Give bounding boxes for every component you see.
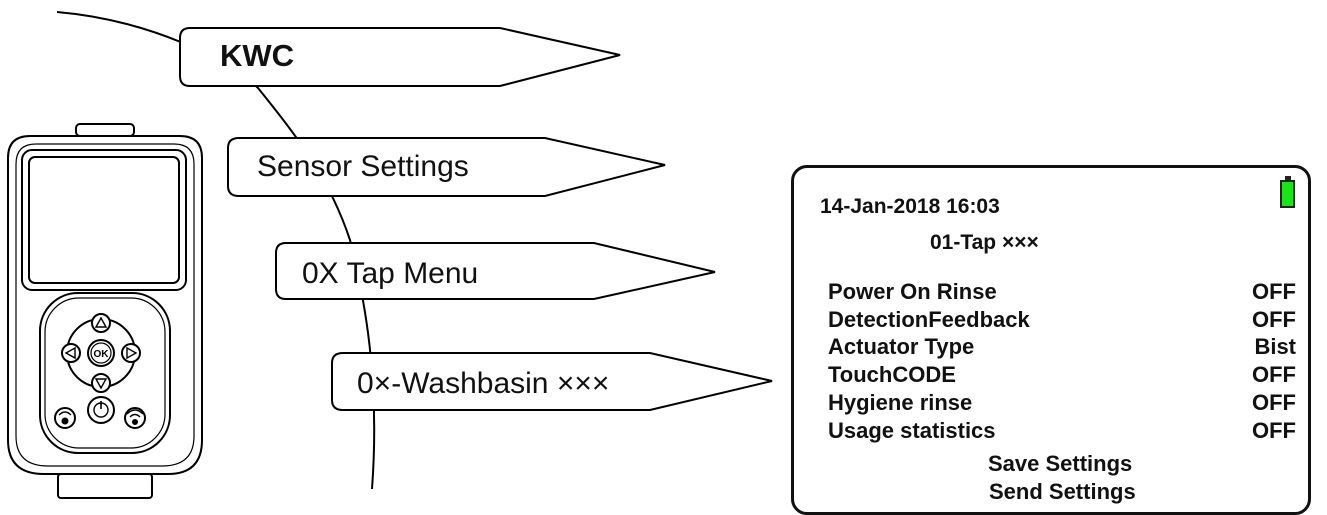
wireless-icon-arc1 [129,413,141,418]
menu-arrow-kwc [179,27,621,87]
setting-value: OFF [1252,362,1296,387]
wireless-icon [124,407,146,429]
remote-body-inner [15,143,195,467]
setting-row-power-on-rinse[interactable]: Power On Rinse OFF [828,281,1296,307]
setting-row-touchcode[interactable]: TouchCODE OFF [828,364,1296,390]
setting-value: OFF [1252,307,1296,332]
remote-screen [28,156,180,284]
screen-datetime: 14-Jan-2018 16:03 [820,195,1000,218]
setting-name: Hygiene rinse [828,390,973,415]
left-arrow-glyph [64,346,76,360]
sensor-icon-dot [61,417,69,425]
menu-arrow-sensor-settings [227,137,666,197]
setting-value: OFF [1252,390,1296,415]
menu-label-washbasin: 0×-Washbasin ××× [357,367,610,400]
setting-row-actuator-type[interactable]: Actuator Type Bist [828,336,1296,362]
right-arrow-glyph [126,346,138,360]
setting-value: OFF [1252,418,1296,443]
screen-title: 01-Tap ××× [930,231,1039,254]
setting-value: OFF [1252,279,1296,304]
menu-label-sensor-settings: Sensor Settings [257,150,469,183]
sensor-icon-waves [58,411,72,416]
menu-arrow-tap-menu [275,242,716,300]
remote-device [7,123,203,499]
down-arrow-glyph [94,378,108,390]
menu-label-tap-menu: 0X Tap Menu [302,257,479,290]
battery-icon [1280,176,1295,208]
setting-row-detection-feedback[interactable]: DetectionFeedback OFF [828,309,1296,335]
setting-name: Power On Rinse [828,279,997,304]
menu-label-kwc: KWC [220,38,295,73]
setting-name: TouchCODE [828,362,956,387]
send-settings-action[interactable]: Send Settings [989,479,1136,504]
device-screen-panel: 14-Jan-2018 16:03 01-Tap ××× Power On Ri… [791,165,1311,515]
remote-top-cap [75,123,135,137]
remote-bottom-foot [57,473,153,499]
setting-row-usage-statistics[interactable]: Usage statistics OFF [828,420,1296,446]
setting-value: Bist [1254,334,1296,359]
ok-button-inner [90,342,112,364]
wireless-icon-arc2 [126,409,144,415]
up-arrow-glyph [94,316,108,328]
setting-name: Actuator Type [828,334,975,359]
setting-row-hygiene-rinse[interactable]: Hygiene rinse OFF [828,392,1296,418]
save-settings-action[interactable]: Save Settings [988,451,1133,476]
setting-name: DetectionFeedback [828,307,1030,332]
menu-arrow-washbasin [331,352,773,411]
wireless-icon-dot [132,419,138,425]
setting-name: Usage statistics [828,418,996,443]
ok-button-label: OK [94,349,110,360]
